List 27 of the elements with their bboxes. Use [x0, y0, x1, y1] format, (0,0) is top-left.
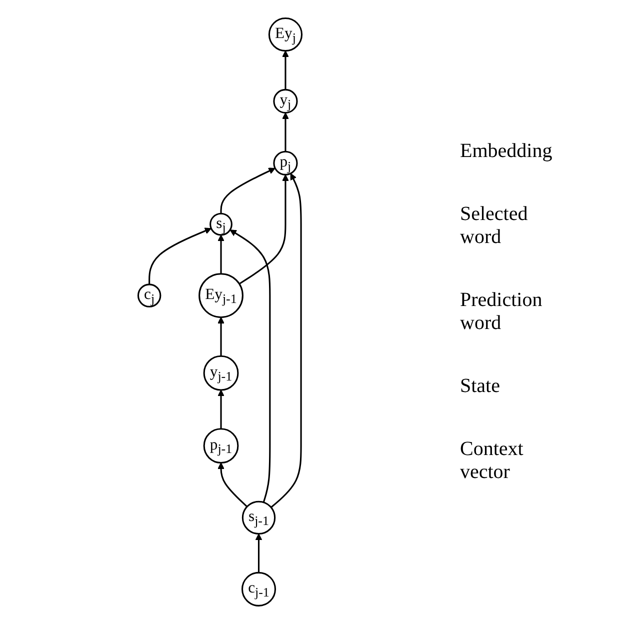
arrow: [270, 172, 302, 508]
node-circle: c$_{j}$: [137, 283, 162, 307]
arrow: [230, 229, 271, 502]
arrow: [218, 316, 224, 356]
node-circle: s$_{j-1}$: [242, 500, 276, 534]
arrow: [220, 167, 276, 214]
node-circle: s$_{j}$: [210, 212, 232, 236]
arrow: [148, 227, 212, 284]
node-circle: y$_{j-1}$: [203, 354, 239, 390]
row-label: Prediction word: [460, 288, 544, 334]
arrow: [282, 50, 289, 90]
row-label: Embedding: [460, 140, 554, 162]
node-circle: p$_{j-1}$: [203, 428, 239, 464]
node-circle: Ey$_{j}$: [268, 17, 303, 52]
node-circle: p$_{j}$: [273, 150, 298, 176]
arrow: [282, 112, 289, 152]
row-label: Selected word: [460, 202, 529, 248]
node-circle: Ey$_{j-1}$: [198, 272, 244, 318]
arrow: [218, 462, 248, 507]
arrow: [218, 234, 224, 274]
row-label: State: [460, 374, 501, 398]
node-circle: c$_{j-1}$: [241, 571, 276, 606]
row-label: Context vector: [460, 438, 524, 484]
arrow: [218, 389, 224, 428]
arrow: [255, 533, 262, 572]
arrow: [238, 174, 289, 284]
node-circle: y$_{j}$: [273, 88, 298, 114]
